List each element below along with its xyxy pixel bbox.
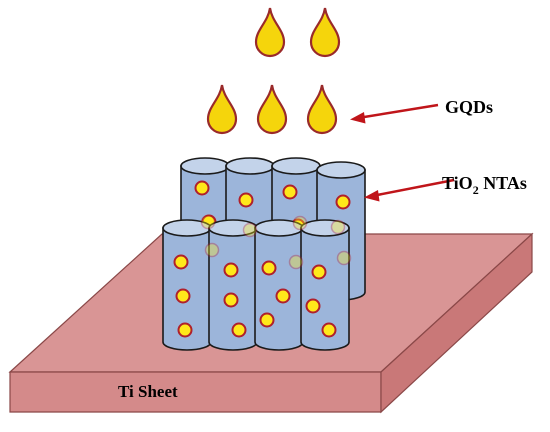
quantum-dot [242, 222, 258, 238]
nanotube-body [300, 227, 350, 351]
quantum-dot [311, 264, 327, 280]
nanotube-top-rim [316, 161, 366, 179]
nanotube-body [254, 227, 304, 351]
quantum-dot [282, 184, 298, 200]
ti-sheet-front-face [9, 371, 382, 413]
quantum-dot [200, 214, 216, 230]
quantum-dot [305, 298, 321, 314]
ti-sheet-label: Ti Sheet [118, 382, 178, 401]
quantum-dot [275, 288, 291, 304]
nanotube-top-rim [271, 157, 321, 175]
quantum-dot-drop-icon [309, 7, 341, 58]
nanotube [162, 219, 212, 351]
tio2-ntas-label: TiO2 NTAs [442, 173, 527, 197]
pointer-arrows [350, 103, 455, 202]
quantum-dot [238, 192, 254, 208]
quantum-dot-drop-icon [206, 84, 238, 135]
nanotube [254, 219, 304, 351]
tio2-arrow-icon [364, 178, 455, 202]
nanotube-front-row [162, 214, 352, 351]
nanotube-top-rim [180, 157, 230, 175]
gqds-label: GQDs [445, 97, 493, 117]
quantum-dot-drop-icon [254, 7, 286, 58]
quantum-dot [321, 322, 337, 338]
quantum-dot [259, 312, 275, 328]
tio2-subscript: 2 [473, 183, 479, 197]
gqd-drops [206, 7, 341, 135]
quantum-dot-drop-icon [256, 84, 288, 135]
quantum-dot [204, 242, 220, 258]
quantum-dot [177, 322, 193, 338]
ti-sheet-side-face [380, 232, 533, 414]
quantum-dot [231, 322, 247, 338]
nanotube [208, 219, 258, 351]
quantum-dot [223, 262, 239, 278]
nanotube-top-rim [225, 157, 275, 175]
gqd-arrow-icon [350, 103, 439, 124]
quantum-dot [288, 254, 304, 270]
tio2-suffix: NTAs [479, 173, 527, 193]
quantum-dot-drop-icon [306, 84, 338, 135]
quantum-dot [261, 260, 277, 276]
quantum-dot [335, 194, 351, 210]
nanotube [300, 219, 350, 351]
tio2-prefix: TiO [442, 173, 473, 193]
hidden-dot-group [200, 214, 352, 270]
quantum-dot [175, 288, 191, 304]
quantum-dot [336, 250, 352, 266]
quantum-dot [330, 219, 346, 235]
nanotube-top-rim [300, 219, 350, 237]
quantum-dot [194, 180, 210, 196]
quantum-dot [292, 215, 308, 231]
quantum-dot [223, 292, 239, 308]
quantum-dot [173, 254, 189, 270]
